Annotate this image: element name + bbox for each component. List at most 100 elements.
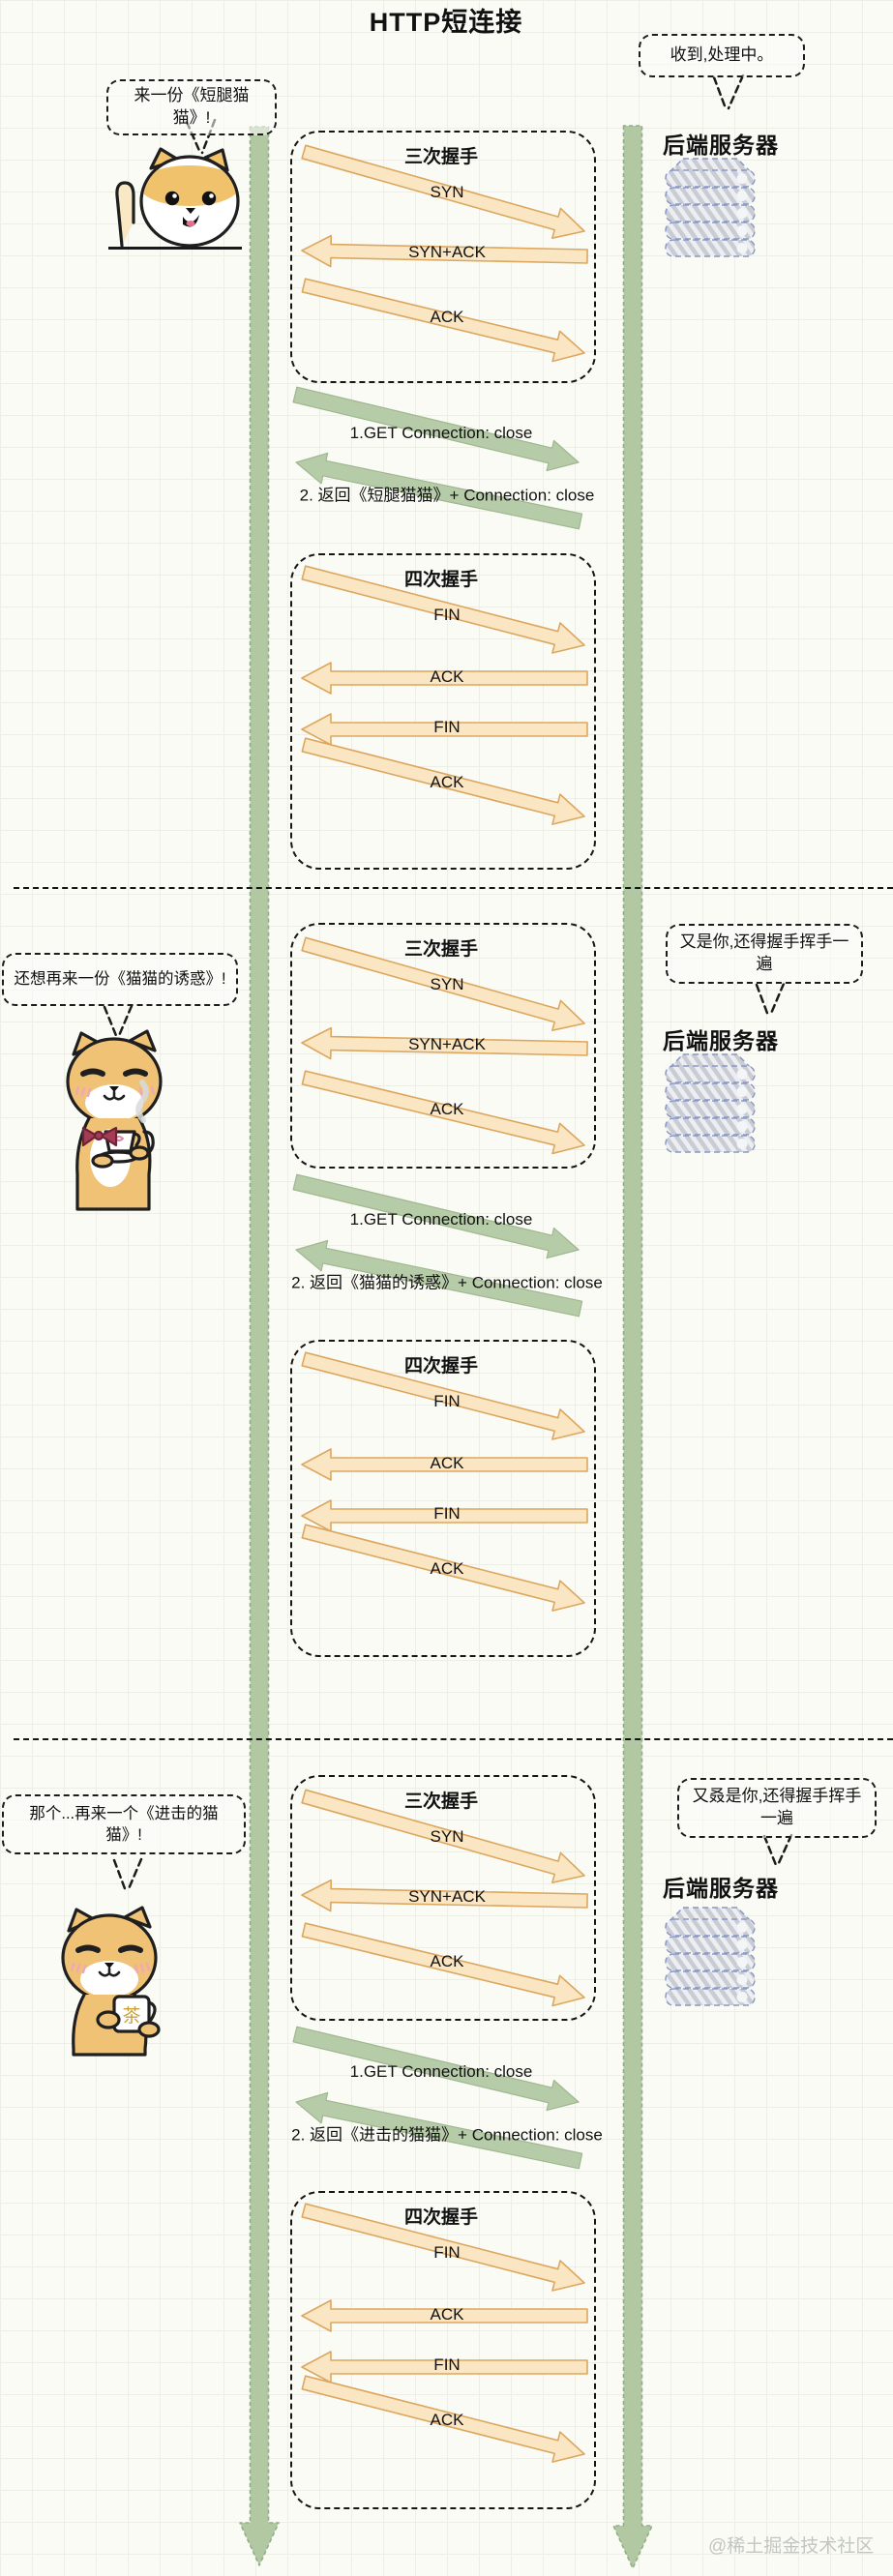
threeway-handshake-title: 三次握手 xyxy=(403,147,479,167)
http-get-arrow xyxy=(292,386,580,472)
server-label: 后端服务器 xyxy=(663,1876,779,1901)
fin-label: FIN xyxy=(433,718,461,736)
fourway-handshake-box xyxy=(290,2191,596,2509)
ack-arrow xyxy=(301,1524,585,1612)
ack-label: ACK xyxy=(430,1952,464,1970)
ack-arrow xyxy=(301,2299,588,2332)
ack-label: ACK xyxy=(430,2305,464,2324)
syn-ack-label: SYN+ACK xyxy=(408,243,486,261)
server-speech-bubble: 收到,处理中。 xyxy=(639,34,805,77)
ack-label: ACK xyxy=(430,1454,464,1472)
fin-label: FIN xyxy=(433,2355,461,2374)
bubble-tail xyxy=(112,1858,128,1893)
fourway-handshake-title: 四次握手 xyxy=(403,2207,479,2228)
ack-arrow xyxy=(301,737,585,825)
syn-label: SYN xyxy=(430,975,464,993)
http-response-label: 2. 返回《猫猫的诱惑》+ Connection: close xyxy=(291,1273,603,1292)
http-request-label: 1.GET Connection: close xyxy=(349,1210,533,1229)
bubble-tail xyxy=(103,1005,119,1040)
fin-label: FIN xyxy=(433,606,461,624)
bubble-tail xyxy=(755,983,770,1018)
syn-label: SYN xyxy=(430,1827,464,1846)
server-icon xyxy=(665,1053,756,1153)
ack-label: ACK xyxy=(430,308,464,326)
server-icon xyxy=(665,1907,756,2006)
http-response-arrow xyxy=(295,2091,583,2170)
fin-arrow xyxy=(301,713,588,746)
section-divider xyxy=(14,1738,893,1740)
client-speech-bubble: 来一份《短腿猫猫》! xyxy=(106,79,277,135)
bubble-tail xyxy=(768,982,786,1018)
fin-arrow xyxy=(301,2203,585,2292)
bubble-tail xyxy=(762,1834,778,1867)
syn-ack-arrow xyxy=(301,234,588,268)
bubble-tail xyxy=(126,1857,143,1893)
http-get-arrow xyxy=(292,2026,580,2112)
http-response-arrow xyxy=(295,1239,583,1318)
server-label: 后端服务器 xyxy=(663,133,779,158)
ack-label: ACK xyxy=(430,667,464,686)
bubble-tail xyxy=(727,74,745,110)
syn-ack-label: SYN+ACK xyxy=(408,1887,486,1906)
http-response-label: 2. 返回《进击的猫猫》+ Connection: close xyxy=(291,2125,603,2145)
http-request-label: 1.GET Connection: close xyxy=(349,2062,533,2081)
server-speech-bubble: 又是你,还得握手挥手一遍 xyxy=(666,924,863,984)
fourway-handshake-title: 四次握手 xyxy=(403,1356,479,1377)
fin-label: FIN xyxy=(433,1504,461,1523)
syn-ack-arrow xyxy=(301,1879,588,1912)
threeway-handshake-box xyxy=(290,1775,596,2021)
syn-label: SYN xyxy=(430,183,464,201)
ack-arrow xyxy=(301,1448,588,1481)
tea-cup-text: 茶 xyxy=(122,2005,140,2027)
bubble-tail xyxy=(712,75,728,110)
server-label: 后端服务器 xyxy=(663,1028,779,1053)
syn-ack-arrow xyxy=(301,1026,588,1060)
page-title: HTTP短连接 xyxy=(369,8,523,37)
bubble-tail xyxy=(116,1004,134,1040)
fin-arrow xyxy=(301,1351,585,1440)
table-line xyxy=(108,247,242,250)
http-response-label: 2. 返回《短腿猫猫》+ Connection: close xyxy=(299,486,595,505)
fin-arrow xyxy=(301,2351,588,2384)
http-response-arrow xyxy=(295,452,583,530)
fourway-handshake-title: 四次握手 xyxy=(403,570,479,590)
ack-arrow xyxy=(301,1070,585,1155)
bubble-tail xyxy=(776,1833,793,1867)
ack-label: ACK xyxy=(430,2411,464,2429)
watermark: @稀土掘金技术社区 xyxy=(708,2536,875,2557)
ack-arrow xyxy=(301,662,588,695)
fin-arrow xyxy=(301,565,585,654)
syn-arrow xyxy=(301,1789,585,1883)
cat-client-happy xyxy=(115,147,240,248)
client-timeline-arrow xyxy=(239,126,280,2566)
http-get-arrow xyxy=(292,1173,580,1259)
ack-arrow xyxy=(301,278,585,363)
syn-arrow xyxy=(301,144,585,239)
fourway-handshake-box xyxy=(290,1340,596,1657)
http-request-label: 1.GET Connection: close xyxy=(349,424,533,442)
fin-arrow xyxy=(301,1499,588,1532)
server-speech-bubble: 又叒是你,还得握手挥手一遍 xyxy=(677,1778,877,1838)
threeway-handshake-title: 三次握手 xyxy=(403,939,479,960)
cat-client-tea xyxy=(66,1029,163,1211)
threeway-handshake-box xyxy=(290,923,596,1169)
fin-label: FIN xyxy=(433,2243,461,2262)
section-divider xyxy=(14,887,893,889)
ack-label: ACK xyxy=(430,1559,464,1578)
server-icon xyxy=(665,158,756,257)
ack-label: ACK xyxy=(430,773,464,791)
client-speech-bubble: 还想再来一份《猫猫的诱惑》! xyxy=(2,953,238,1006)
server-timeline-arrow xyxy=(612,125,653,2569)
syn-arrow xyxy=(301,936,585,1031)
fourway-handshake-box xyxy=(290,553,596,870)
threeway-handshake-box xyxy=(290,131,596,383)
ack-arrow xyxy=(301,1922,585,2007)
cat-client-tea-mug: 茶 xyxy=(61,1906,161,2057)
fin-label: FIN xyxy=(433,1392,461,1410)
threeway-handshake-title: 三次握手 xyxy=(403,1791,479,1812)
ack-arrow xyxy=(301,2375,585,2463)
ack-label: ACK xyxy=(430,1100,464,1118)
client-speech-bubble: 那个...再来一个《进击的猫猫》! xyxy=(2,1794,246,1854)
